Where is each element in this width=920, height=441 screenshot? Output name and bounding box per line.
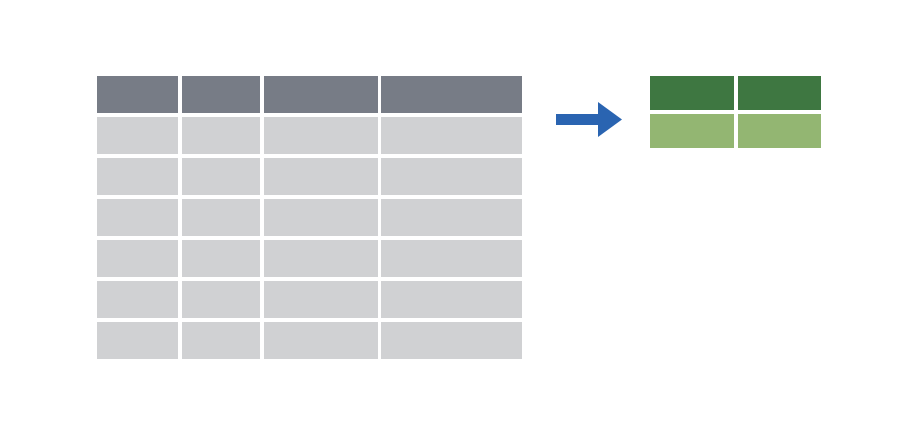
source-body-cell [381,158,522,195]
source-header-cell [97,76,178,113]
source-body-cell [264,117,378,154]
source-body-cell [264,158,378,195]
source-body-cell [97,322,178,359]
source-body-cell [182,199,260,236]
source-header-cell [381,76,522,113]
arrow-head [598,102,622,137]
source-body-cell [97,281,178,318]
result-body-cell [738,114,821,148]
source-body-cell [97,158,178,195]
source-body-cell [182,158,260,195]
source-header-cell [264,76,378,113]
source-body-cell [264,240,378,277]
source-table [97,76,522,359]
source-body-cell [97,199,178,236]
source-body-cell [264,281,378,318]
source-body-cell [381,240,522,277]
source-body-cell [182,322,260,359]
source-body-cell [264,322,378,359]
source-body-cell [182,281,260,318]
source-body-cell [381,199,522,236]
result-header-cell [650,76,734,110]
source-body-cell [381,281,522,318]
result-header-cell [738,76,821,110]
source-header-cell [182,76,260,113]
source-body-cell [97,240,178,277]
source-body-cell [264,199,378,236]
source-body-cell [97,117,178,154]
arrow-shaft [556,114,602,125]
result-table [650,76,821,148]
source-body-cell [182,240,260,277]
source-body-cell [381,322,522,359]
right-arrow-icon [556,102,622,137]
source-body-cell [182,117,260,154]
source-body-cell [381,117,522,154]
result-body-cell [650,114,734,148]
